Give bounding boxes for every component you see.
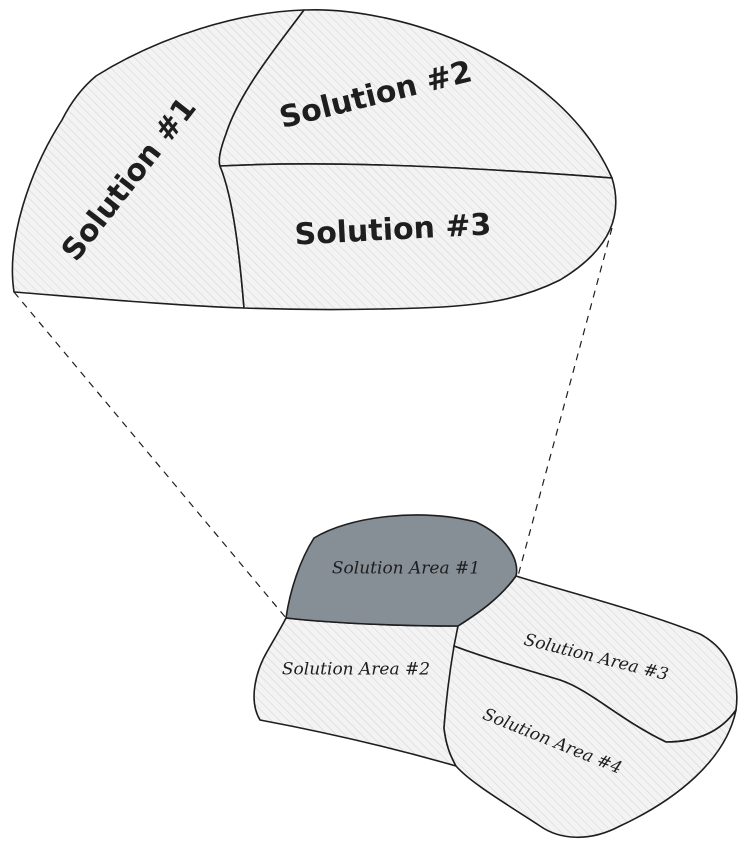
connector-line-left [13,291,287,619]
region-solution-area-2 [253,617,459,767]
region-solution-area-4 [443,645,737,839]
label-solution-area-1: Solution Area #1 [332,559,480,579]
region-solution-area-1 [285,514,518,627]
label-solution-area-2: Solution Area #2 [282,660,430,680]
top-solution-group: Solution #1 Solution #2 Solution #3 [11,9,617,311]
connector-line-right [517,227,613,577]
region-solution-3 [219,163,617,311]
bottom-solution-area-group: Solution Area #1 Solution Area #2 Soluti… [253,514,738,839]
